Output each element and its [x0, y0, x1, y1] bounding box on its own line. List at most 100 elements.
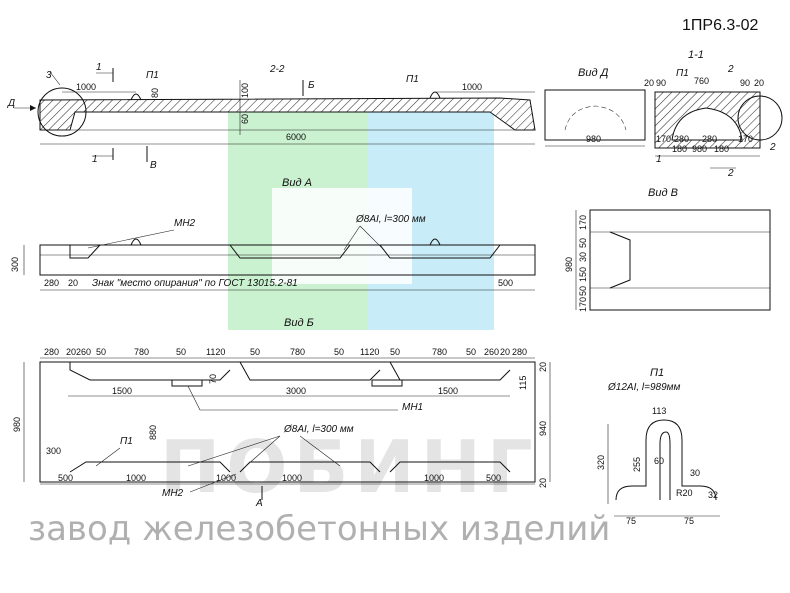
view-b-top-dim-14: 260 — [484, 347, 499, 357]
view-b-d1500a: 1500 — [112, 386, 132, 396]
dim-6000: 6000 — [286, 132, 306, 142]
view-b-d70: 70 — [208, 374, 218, 384]
s11-d90b: 90 — [740, 78, 750, 88]
p1-detail-spec: Ø12АI, l=989мм — [607, 382, 681, 393]
view-a-dim-280: 280 — [44, 278, 59, 288]
view-v-title: Вид В — [648, 187, 678, 199]
p1-right-label: П1 — [406, 74, 419, 85]
s11-d760: 760 — [694, 76, 709, 86]
view-b-bottom-dim-4: 1000 — [424, 473, 444, 483]
view-b-top-dim-15: 20 — [500, 347, 510, 357]
mark-b: Б — [308, 80, 315, 91]
watermark-tagline: завод железобетонных изделий — [28, 509, 610, 549]
s11-mark2c: 2 — [727, 168, 734, 179]
dim-1000-left: 1000 — [76, 82, 96, 92]
section-2-2: 2-2 — [269, 64, 285, 75]
view-b-top-dim-11: 50 — [390, 347, 400, 357]
p1-detail: П1 Ø12АI, l=989мм 113 320 255 60 30 32 R… — [596, 367, 720, 526]
s11-d170b: 170 — [738, 134, 753, 144]
s11-d280b: 280 — [702, 134, 717, 144]
s11-d20a: 20 — [644, 78, 654, 88]
p1-left-label: П1 — [146, 70, 159, 81]
view-v-d170a: 170 — [578, 215, 588, 230]
view-a-dim-20: 20 — [68, 278, 78, 288]
s11-mark2b: 2 — [769, 142, 776, 153]
view-b-d20r: 20 — [538, 362, 548, 372]
watermark-brand: ПОБИНГ — [160, 425, 539, 509]
mark-1-top: 1 — [96, 62, 102, 73]
view-b-d880: 880 — [148, 425, 158, 440]
main-elevation: 3 Д 1 1 П1 1000 80 2-2 100 60 6000 Б В П… — [7, 62, 536, 171]
mark-v: В — [150, 160, 157, 171]
dim-60: 60 — [240, 114, 250, 124]
view-a-rebar: Ø8АI, l=300 мм — [355, 214, 426, 225]
p1-detail-d75a: 75 — [626, 516, 636, 526]
dim-100: 100 — [240, 83, 250, 98]
view-b-top-dim-4: 780 — [134, 347, 149, 357]
s11-d280a: 280 — [674, 134, 689, 144]
view-b-top-dim-2: 260 — [76, 347, 91, 357]
s11-d170a: 170 — [656, 134, 671, 144]
view-d-title: Вид Д — [578, 67, 609, 79]
view-a-dim-300: 300 — [10, 257, 20, 272]
view-v-d150: 150 — [578, 267, 588, 282]
view-b-bottom-dim-5: 500 — [486, 473, 501, 483]
view-b-top-dim-5: 50 — [176, 347, 186, 357]
product-code: 1ПР6.3-02 — [682, 17, 759, 34]
view-b-bottom-dim-0: 500 — [58, 473, 73, 483]
view-b-d300: 300 — [46, 446, 61, 456]
p1-detail-r20: R20 — [676, 488, 693, 498]
p1-detail-d30: 30 — [690, 468, 700, 478]
watermark: ПОБИНГ завод железобетонных изделий — [28, 100, 610, 549]
s11-d980: 980 — [692, 144, 707, 154]
view-b-top-dim-7: 50 — [250, 347, 260, 357]
p1-detail-title: П1 — [650, 367, 664, 379]
view-b-bottom-dim-1: 1000 — [126, 473, 146, 483]
s11-d180a: 180 — [672, 144, 687, 154]
view-b-top-dim-16: 280 — [512, 347, 527, 357]
view-a: Вид А МН2 Ø8АI, l=300 мм 300 280 20 500 … — [10, 177, 536, 291]
view-d: Вид Д 980 — [544, 67, 646, 147]
p1-detail-d320: 320 — [596, 455, 606, 470]
p1-detail-d255: 255 — [632, 457, 642, 472]
p1-detail-d75b: 75 — [684, 516, 694, 526]
view-b-d1500b: 1500 — [438, 386, 458, 396]
view-b-bottom-dim-3: 1000 — [282, 473, 302, 483]
view-v-d980: 980 — [564, 257, 574, 272]
dim-80: 80 — [150, 88, 160, 98]
view-a-title: Вид А — [282, 177, 312, 189]
section-1-1: 1-1 П1 20 90 760 2 90 20 170 280 280 170… — [644, 49, 783, 179]
view-b-mn2: МН2 — [162, 488, 184, 499]
view-b-d940: 940 — [538, 421, 548, 436]
view-b-top-dim-0: 280 — [44, 347, 59, 357]
dim-1000-right: 1000 — [462, 82, 482, 92]
p1-detail-d113: 113 — [652, 406, 666, 416]
s11-d20b: 20 — [754, 78, 764, 88]
view-b-title: Вид Б — [284, 317, 314, 329]
view-b-mark-a: А — [255, 498, 263, 509]
view-b-d3000: 3000 — [286, 386, 306, 396]
view-v: Вид В 170 50 30 150 50 170 980 — [564, 187, 771, 312]
view-a-note: Знак "место опирания" по ГОСТ 13015.2-81 — [92, 278, 298, 289]
view-a-dim-500: 500 — [498, 278, 513, 288]
view-v-d50b: 50 — [578, 286, 588, 296]
view-b-d115: 115 — [518, 376, 528, 390]
view-b-top-dim-8: 780 — [290, 347, 305, 357]
view-b-top-dim-3: 50 — [96, 347, 106, 357]
s11-d90a: 90 — [656, 78, 666, 88]
p1-detail-d32: 32 — [708, 490, 718, 500]
view-b-top-dim-6: 1120 — [206, 347, 225, 357]
watermark-inner-white — [272, 188, 412, 284]
view-b-p1: П1 — [120, 436, 133, 447]
view-b-top-dim-13: 50 — [466, 347, 476, 357]
view-d-dim-980: 980 — [586, 134, 601, 144]
view-v-d30: 30 — [578, 252, 588, 262]
mark-3: 3 — [46, 70, 52, 81]
s11-d180b: 180 — [714, 144, 729, 154]
view-b-d980: 980 — [12, 417, 22, 432]
view-b-top-dim-10: 1120 — [360, 347, 379, 357]
view-v-d50a: 50 — [578, 238, 588, 248]
